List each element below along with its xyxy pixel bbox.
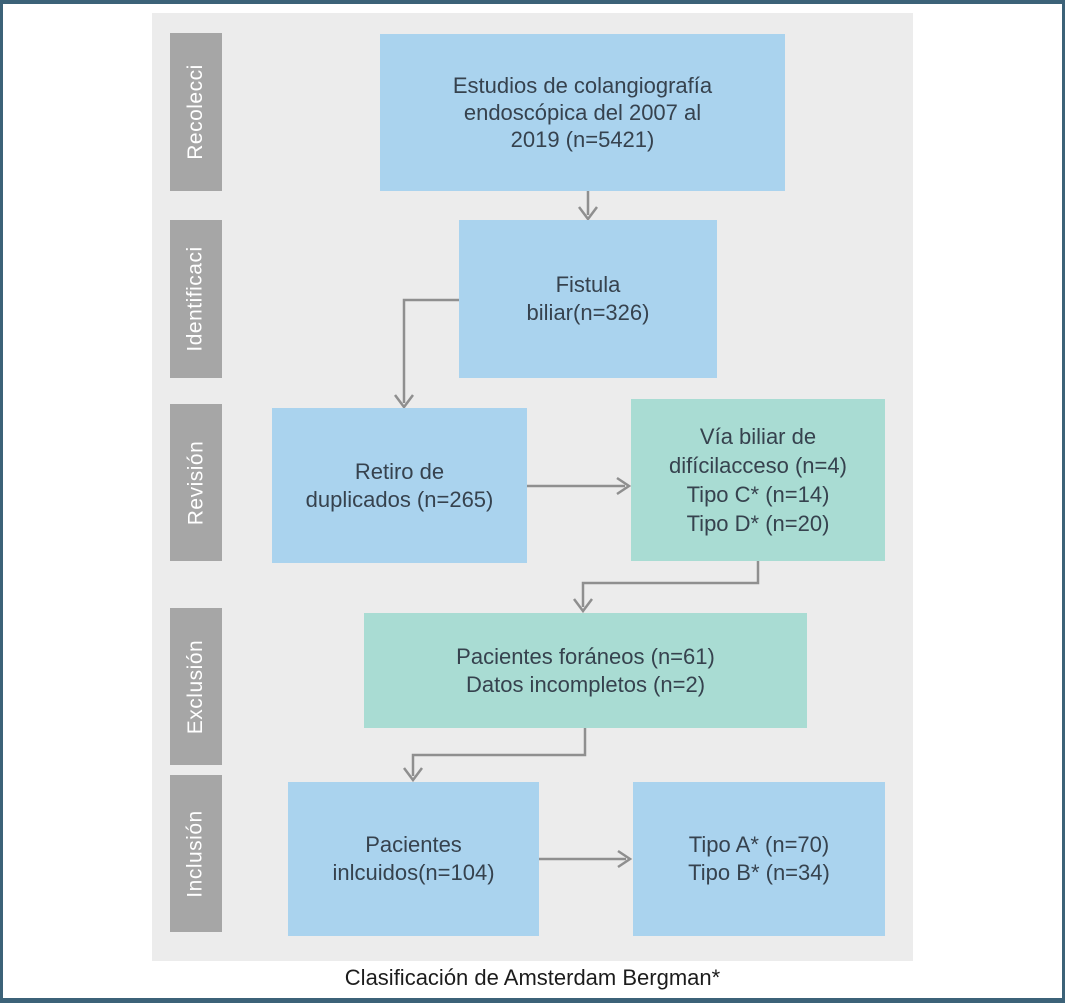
node-text-line: difícilacceso (n=4) [669, 453, 847, 478]
flow-node-via-biliar: Vía biliar de difícilacceso (n=4) Tipo C… [631, 399, 885, 561]
stage-tab-revision: Revisión [170, 404, 222, 561]
flow-node-estudios: Estudios de colangiografía endoscópica d… [380, 34, 785, 191]
node-text-line: Vía biliar de [699, 424, 817, 449]
stage-tab-label: Identificaci [184, 246, 207, 352]
node-text-line: duplicados (n=265) [305, 486, 494, 512]
flow-node-retiro-duplicados: Retiro de duplicados (n=265) [272, 408, 527, 563]
node-text-line: Pacientes [365, 832, 462, 857]
stage-tab-identificacion: Identificaci [170, 220, 222, 378]
node-text-line: Tipo B* (n=34) [688, 860, 830, 885]
node-text-line: 2019 (n=5421) [510, 127, 655, 152]
node-text-line: Fistula [555, 272, 621, 297]
figure-caption: Clasificación de Amsterdam Bergman* [344, 965, 721, 990]
flow-node-pacientes-incluidos: Pacientes inlcuidos(n=104) [288, 782, 539, 936]
stage-tab-label: Exclusión [184, 639, 208, 734]
node-text-line: Estudios de colangiografía [452, 73, 713, 98]
flow-node-excluidos: Pacientes foráneos (n=61) Datos incomple… [364, 613, 807, 728]
node-text-line: Pacientes foráneos (n=61) [456, 643, 715, 669]
stage-tab-label: Revisión [184, 440, 208, 525]
node-text-line: Datos incompletos (n=2) [465, 671, 706, 697]
stage-tab-inclusion: Inclusión [170, 775, 222, 932]
node-text-line: biliar(n=326) [526, 300, 650, 325]
stage-tab-label: Inclusión [184, 809, 208, 898]
node-text-line: Tipo A* (n=70) [688, 832, 830, 857]
flow-node-fistula-biliar: Fistula biliar(n=326) [459, 220, 717, 378]
stage-tab-label: Recolecci [184, 64, 208, 160]
stage-tab-exclusion: Exclusión [170, 608, 222, 765]
node-text-line: Tipo D* (n=20) [686, 511, 830, 536]
node-text-line: endoscópica del 2007 al [463, 100, 702, 125]
stage-tab-recoleccion: Recolecci [170, 33, 222, 191]
node-text-line: Tipo C* (n=14) [686, 482, 830, 507]
node-text-line: inlcuidos(n=104) [332, 860, 495, 885]
node-text-line: Retiro de [354, 458, 445, 484]
flow-node-tipos-ab: Tipo A* (n=70) Tipo B* (n=34) [633, 782, 885, 936]
